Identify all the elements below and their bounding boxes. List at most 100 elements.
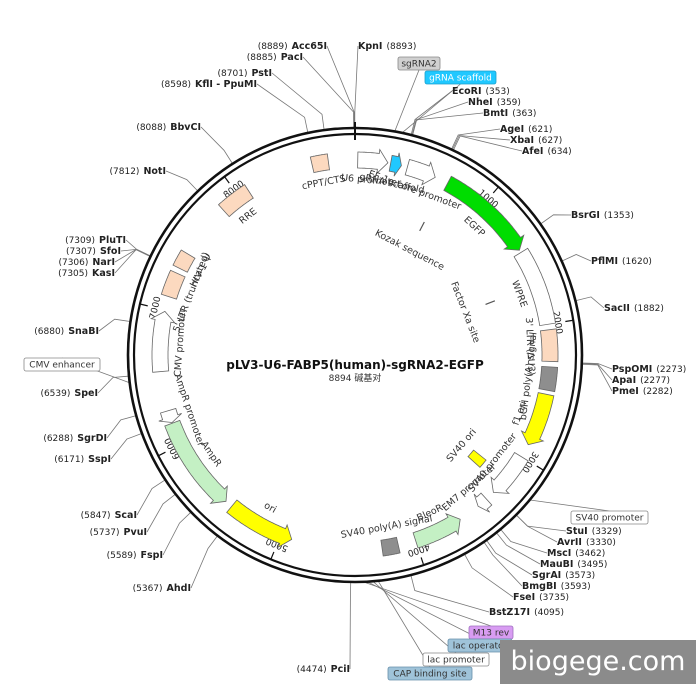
site-name: XbaI	[510, 135, 534, 146]
site-position: (621)	[528, 125, 552, 135]
site-pvui: PvuI(5737)	[90, 527, 147, 538]
watermark: biogege.com	[500, 640, 696, 684]
ampr-arc	[164, 419, 228, 504]
sv40-promoter-box-leader	[530, 499, 610, 512]
lac-promoter-leader	[373, 581, 457, 654]
site-name: KasI	[92, 268, 115, 279]
ori-label: ori	[262, 500, 278, 516]
bleor-arc	[412, 513, 461, 549]
site-name: SspI	[88, 454, 111, 465]
site-position: (7812)	[110, 167, 140, 177]
u6-promoter-label: U6 promoter	[341, 173, 402, 189]
site-position: (6539)	[40, 389, 70, 399]
site-maubi: MauBI(3495)	[540, 559, 607, 570]
site-leader	[165, 170, 198, 191]
sv40-promoter-box-box-bg	[570, 510, 649, 525]
site-leader	[453, 135, 523, 152]
site-snabi: SnaBI(6880)	[34, 326, 99, 337]
site-position: (8598)	[161, 80, 191, 90]
site-leader	[271, 72, 325, 130]
tick-mark	[420, 557, 425, 566]
lac-operator-leader	[368, 582, 481, 640]
site-bstz17i: BstZ17I(4095)	[489, 607, 564, 618]
sv40-promoter-arc	[490, 451, 529, 494]
site-leader	[326, 45, 355, 128]
site-labels: KpnI(8893)Acc65I(8889)PacI(8885)PstI(870…	[34, 41, 686, 675]
tick-mark	[270, 551, 275, 560]
cppt-cts-arc	[309, 153, 330, 174]
site-name: SnaBI	[68, 326, 99, 337]
site-leader	[582, 363, 613, 381]
tick-mark	[139, 303, 148, 307]
site-bbvci: BbvCI(8088)	[136, 122, 201, 133]
m13-rev-box-label: M13 rev	[473, 629, 510, 639]
cmv-promoter-label: CMV promoter	[173, 308, 189, 377]
rre-arc	[217, 184, 254, 218]
site-xbai: XbaI (627)	[510, 135, 562, 146]
site-leader	[464, 554, 514, 598]
site-name: EcoRI	[452, 86, 482, 97]
u6-promoter-arc	[357, 148, 389, 175]
site-ecori: EcoRI (353)	[452, 86, 510, 97]
map-title: pLV3-U6-FABP5(human)-sgRNA2-EGFP	[226, 358, 484, 372]
site-position: (8889)	[258, 42, 288, 52]
sgrna2-box-label: sgRNA2	[401, 60, 436, 70]
site-position: (2273)	[656, 365, 686, 375]
site-fspi: FspI (5589)	[107, 550, 163, 561]
site-position: (6171)	[54, 455, 84, 465]
site-position: (5589)	[107, 551, 137, 561]
site-kasi: KasI(7305)	[58, 268, 115, 279]
site-position: (634)	[547, 147, 571, 157]
site-leader	[516, 515, 558, 543]
site-leader	[114, 249, 150, 274]
site-name: PluTI	[99, 235, 126, 246]
site-name: NotI	[143, 166, 166, 177]
site-name: FseI	[513, 592, 535, 603]
site-position: (8701)	[218, 69, 248, 79]
site-agei: AgeI (621)	[500, 124, 552, 135]
site-name: FspI	[141, 550, 163, 561]
site-name: AvrII	[557, 537, 582, 548]
site-name: BmtI	[483, 108, 508, 119]
site-position: (1353)	[604, 211, 634, 221]
lac-promoter-box: lac promoter	[422, 652, 490, 667]
m13-rev-leader	[365, 582, 492, 627]
wpre-label: WPRE	[509, 279, 529, 309]
kozak-label: Kozak sequence	[373, 228, 446, 273]
site-leader	[146, 494, 176, 533]
site-nari: NarI(7306)	[58, 257, 115, 268]
site-name: SfoI	[100, 246, 121, 257]
cap-binding-site-box-bg	[387, 666, 473, 681]
site-name: SpeI	[74, 388, 98, 399]
site-name: AgeI	[500, 124, 524, 135]
ef1a-core-promoter-arc	[404, 159, 436, 186]
site-leader	[256, 83, 309, 133]
site-name: NheI	[468, 97, 493, 108]
factor-xa-label: Factor Xa site	[448, 280, 482, 344]
tick-mark	[565, 319, 574, 323]
sv40-polya-arc	[380, 536, 401, 557]
site-position: (8893)	[386, 42, 416, 52]
site-leader	[354, 45, 359, 127]
site-leader	[486, 540, 533, 576]
site-position: (2282)	[643, 387, 673, 397]
site-leader	[200, 126, 233, 164]
site-position: (627)	[538, 136, 562, 146]
cmv-promoter-arc	[149, 310, 176, 373]
factor-xa-mark	[485, 300, 496, 305]
site-bmgbi: BmgBI(3593)	[522, 581, 591, 592]
site-scai: ScaI(5847)	[81, 510, 137, 521]
ltr5-arc	[160, 269, 186, 300]
site-afei: AfeI(634)	[522, 146, 572, 157]
site-position: (353)	[486, 87, 510, 97]
site-position: (1882)	[634, 304, 664, 314]
site-position: (4095)	[534, 608, 564, 618]
site-name: BsrGI	[571, 210, 600, 221]
ltr3-arc	[539, 328, 559, 363]
site-leader-lines	[61, 45, 613, 670]
site-leader	[452, 135, 511, 150]
site-position: (7309)	[65, 236, 95, 246]
site-pmei: PmeI(2282)	[612, 386, 673, 397]
backbone-inner-circle	[132, 132, 578, 578]
